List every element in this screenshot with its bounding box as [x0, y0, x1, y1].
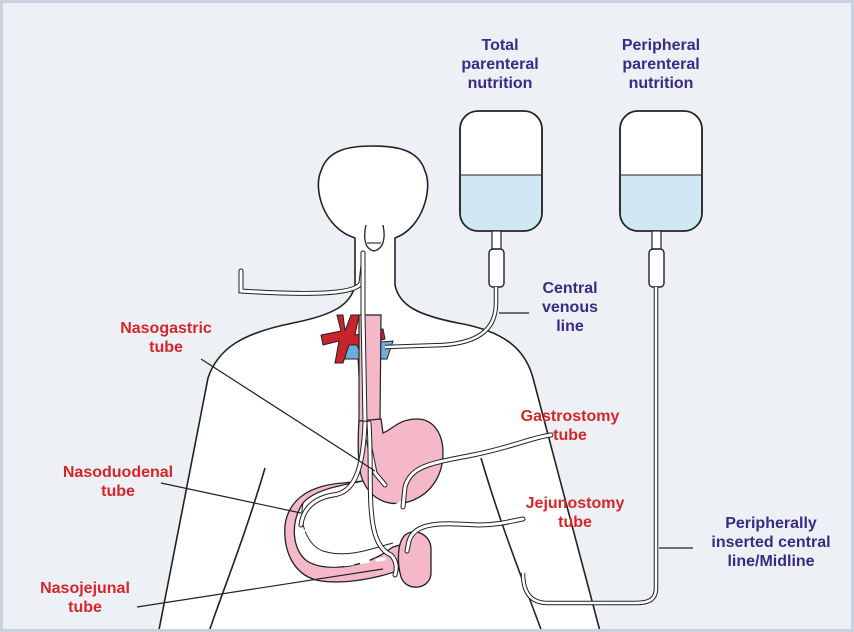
nasal-tube-outer: [241, 253, 363, 293]
label-nasogastric-tube: Nasogastric tube: [107, 319, 225, 357]
jejunum-shape: [398, 532, 431, 587]
label-jejunostomy-tube: Jejunostomy tube: [514, 494, 636, 532]
iv-bag-total: [460, 111, 542, 287]
label-central-venous-line: Central venous line: [527, 279, 613, 336]
label-peripheral-parenteral-nutrition: Peripheral parenteral nutrition: [603, 36, 719, 93]
label-nasoduodenal-tube: Nasoduodenal tube: [51, 463, 185, 501]
nasal-tube-inner: [241, 253, 363, 293]
label-total-parenteral-nutrition: Total parenteral nutrition: [448, 36, 552, 93]
iv-bag-peripheral: [620, 111, 702, 287]
label-gastrostomy-tube: Gastrostomy tube: [508, 407, 632, 445]
label-nasojejunal-tube: Nasojejunal tube: [29, 579, 141, 617]
label-picc-midline: Peripherally inserted central line/Midli…: [691, 514, 851, 571]
